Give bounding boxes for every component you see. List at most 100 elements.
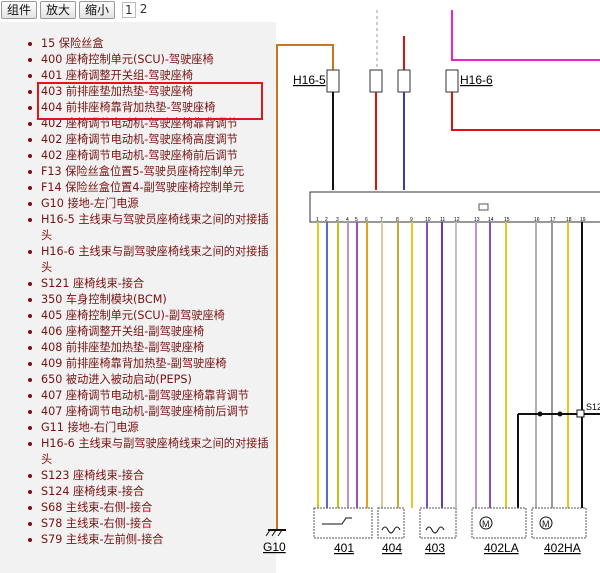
switch-icon (322, 517, 352, 525)
zoom-in-button[interactable]: 放大 (40, 1, 77, 19)
component-list-item-label: 15 保险丝盒 (41, 37, 104, 50)
pin-label: 7 (380, 217, 383, 223)
ground-icon (265, 529, 286, 537)
component-list-item[interactable]: H16-5 主线束与驾驶员座椅线束之间的对接插头 (0, 212, 276, 244)
pin-label: 11 (440, 217, 445, 223)
component-list-item[interactable]: 403 前排座垫加热垫-驾驶座椅 (0, 84, 276, 100)
pin-label: 9 (410, 217, 413, 223)
splice-label: S12 (586, 402, 600, 412)
component-list-item[interactable]: 405 座椅控制单元(SCU)-副驾驶座椅 (0, 308, 276, 324)
connector-h16-5-label: H16-5 (293, 73, 326, 87)
component-list-item[interactable]: G11 接地-右门电源 (0, 420, 276, 436)
components-button[interactable]: 组件 (1, 1, 38, 19)
component-list-item-label: 650 被动进入被动启动(PEPS) (41, 373, 192, 386)
component-list-item[interactable]: F13 保险丝盒位置5-驾驶员座椅控制单元 (0, 164, 276, 180)
pin-label: 2 (325, 217, 328, 223)
svg-text:M: M (542, 519, 550, 529)
connector-h16-5-block (326, 69, 459, 93)
component-list-item[interactable]: H16-6 主线束与副驾驶座椅线束之间的对接插头 (0, 244, 276, 276)
component-list-item-label: 403 前排座垫加热垫-驾驶座椅 (41, 85, 194, 98)
component-list-item-label: 401 座椅调整开关组-驾驶座椅 (41, 69, 194, 82)
component-label-403: 403 (425, 541, 445, 555)
component-list-item-label: S68 主线束-右侧-接合 (41, 501, 153, 514)
component-list-item-label: S79 主线束-左前侧-接合 (41, 533, 164, 546)
component-list-item[interactable]: 402 座椅调节电动机-驾驶座椅前后调节 (0, 148, 276, 164)
component-list-item-label: 405 座椅控制单元(SCU)-副驾驶座椅 (41, 309, 225, 322)
component-list-item[interactable]: S79 主线束-左前侧-接合 (0, 532, 276, 548)
component-list-item-label: 404 前排座椅靠背加热垫-驾驶座椅 (41, 101, 216, 114)
component-list-item[interactable]: 15 保险丝盒 (0, 36, 276, 52)
component-list-item-label: F13 保险丝盒位置5-驾驶员座椅控制单元 (41, 165, 245, 178)
pin-label: 12 (454, 217, 460, 223)
component-list-panel: 15 保险丝盒 400 座椅控制单元(SCU)-驾驶座椅 401 座椅调整开关组-驾… (0, 22, 276, 573)
pin-label: 17 (550, 217, 556, 223)
component-list-item[interactable]: S123 座椅线束-接合 (0, 468, 276, 484)
component-list-item-label: 407 座椅调节电动机-副驾驶座椅前后调节 (41, 405, 249, 418)
connector-h16-6-label: H16-6 (460, 73, 493, 87)
component-list-item[interactable]: 404 前排座椅靠背加热垫-驾驶座椅 (0, 100, 276, 116)
pin-label: 6 (365, 217, 368, 223)
component-list-item-label: 402 座椅调节电动机-驾驶座椅靠背调节 (41, 117, 238, 130)
component-label-401: 401 (334, 541, 354, 555)
scu-module (309, 191, 600, 223)
component-list-item-label: G11 接地-右门电源 (41, 421, 139, 434)
component-list-item-label: 408 前排座垫加热垫-副驾驶座椅 (41, 341, 205, 354)
component-list-item[interactable]: S78 主线束-右侧-接合 (0, 516, 276, 532)
component-list-item-label: H16-6 主线束与副驾驶座椅线束之间的对接插头 (41, 437, 269, 466)
pin-label: 16 (534, 217, 540, 223)
heater-icon (381, 526, 401, 534)
component-list-item[interactable]: S124 座椅线束-接合 (0, 484, 276, 500)
component-list-item[interactable]: G10 接地-左门电源 (0, 196, 276, 212)
component-list-item[interactable]: 409 前排座椅靠背加热垫-副驾驶座椅 (0, 356, 276, 372)
component-list-item[interactable]: F14 保险丝盒位置4-副驾驶座椅控制单元 (0, 180, 276, 196)
page-1-link[interactable]: 1 (122, 2, 136, 18)
pin-label: 5 (355, 217, 358, 223)
motor-icon (479, 516, 493, 530)
component-list-item-label: H16-6 主线束与副驾驶座椅线束之间的对接插头 (41, 245, 269, 274)
component-list-item[interactable]: 650 被动进入被动启动(PEPS) (0, 372, 276, 388)
pin-label: 14 (488, 217, 494, 223)
component-list-item-label: 400 座椅控制单元(SCU)-驾驶座椅 (41, 53, 214, 66)
component-list-item-label: S124 座椅线束-接合 (41, 485, 145, 498)
component-list-item[interactable]: 350 车身控制模块(BCM) (0, 292, 276, 308)
pin-label: 13 (474, 217, 480, 223)
component-list-item[interactable]: 401 座椅调整开关组-驾驶座椅 (0, 68, 276, 84)
component-list-item[interactable]: 402 座椅调节电动机-驾驶座椅靠背调节 (0, 116, 276, 132)
component-list-item-label: 409 前排座椅靠背加热垫-副驾驶座椅 (41, 357, 227, 370)
page-2-link[interactable]: 2 (139, 2, 148, 16)
component-list-item[interactable]: S121 座椅线束-接合 (0, 276, 276, 292)
component-list-item[interactable]: S68 主线束-右侧-接合 (0, 500, 276, 516)
component-list-item[interactable]: H16-6 主线束与副驾驶座椅线束之间的对接插头 (0, 436, 276, 468)
splice-node (576, 409, 585, 418)
splice-dot (537, 411, 543, 417)
pager: 1 2 (122, 2, 149, 18)
component-list-item-label: 402 座椅调节电动机-驾驶座椅前后调节 (41, 149, 238, 162)
heater-icon (425, 526, 445, 534)
component-label-404: 404 (382, 541, 402, 555)
component-list-item-label: F14 保险丝盒位置4-副驾驶座椅控制单元 (41, 181, 245, 194)
ground-label-g10: G10 (263, 540, 286, 554)
component-list-item[interactable]: 400 座椅控制单元(SCU)-驾驶座椅 (0, 52, 276, 68)
toolbar: 组件 放大 缩小 1 2 (0, 0, 149, 20)
component-list-item-label: S78 主线束-右侧-接合 (41, 517, 153, 530)
component-list-item-label: G10 接地-左门电源 (41, 197, 139, 210)
component-list-item[interactable]: 407 座椅调节电动机-副驾驶座椅前后调节 (0, 404, 276, 420)
component-list-item[interactable]: 408 前排座垫加热垫-副驾驶座椅 (0, 340, 276, 356)
component-list-item[interactable]: 407 座椅调节电动机-副驾驶座椅靠背调节 (0, 388, 276, 404)
splice-dot (557, 411, 563, 417)
module-icon (478, 203, 489, 211)
component-label-402ha: 402HA (544, 541, 581, 555)
wire-pink (451, 10, 600, 61)
component-list-item-label: S123 座椅线束-接合 (41, 469, 145, 482)
component-list-item[interactable]: 406 座椅调整开关组-副驾驶座椅 (0, 324, 276, 340)
component-list-item[interactable]: 402 座椅调节电动机-驾驶座椅高度调节 (0, 132, 276, 148)
svg-text:M: M (482, 519, 490, 529)
component-list-item-label: 407 座椅调节电动机-副驾驶座椅靠背调节 (41, 389, 249, 402)
zoom-out-button[interactable]: 缩小 (79, 1, 116, 19)
component-list: 15 保险丝盒 400 座椅控制单元(SCU)-驾驶座椅 401 座椅调整开关组-驾… (0, 22, 276, 548)
pin-label: 3 (336, 217, 339, 223)
wire-orange-top (276, 44, 334, 70)
component-list-item-label: 402 座椅调节电动机-驾驶座椅高度调节 (41, 133, 238, 146)
